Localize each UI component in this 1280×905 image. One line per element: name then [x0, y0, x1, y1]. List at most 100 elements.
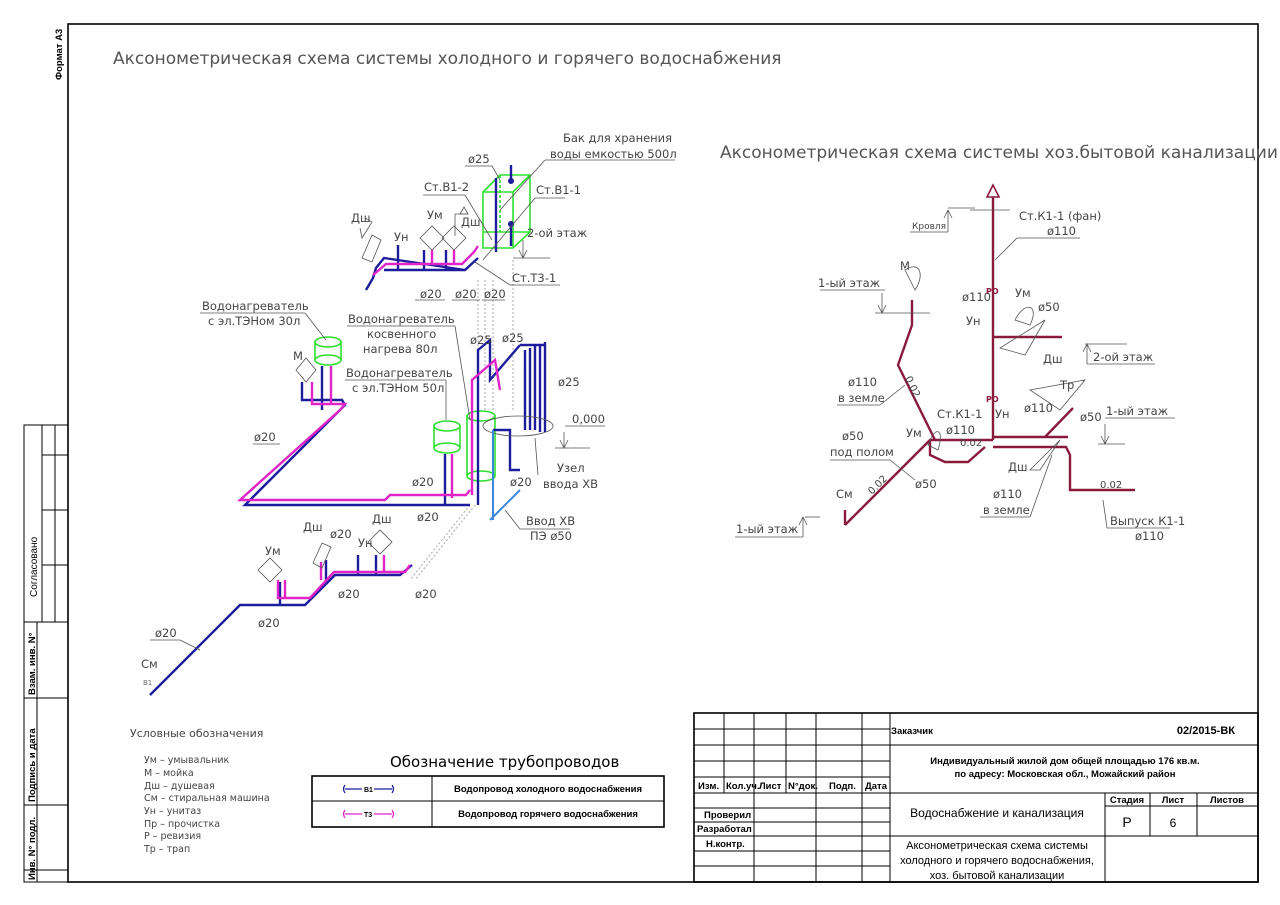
col-header-change: Изм.	[698, 781, 719, 792]
label-cold-inlet-pipe: ПЭ ø50	[530, 529, 572, 543]
label-slope: 0.02	[960, 438, 982, 449]
label-riser-t3-1: Ст.Т3-1	[512, 271, 556, 285]
label-diameter: ø110	[993, 487, 1022, 501]
label-level-zero: 0,000	[572, 412, 605, 426]
label-cold-inlet: Ввод ХВ	[526, 514, 575, 528]
label-diameter: ø50	[1080, 410, 1102, 424]
label-washbasin: Ум	[427, 208, 443, 222]
label-diameter: ø110	[1024, 401, 1053, 415]
pipes-table: Обозначение трубопроводов В1 Т3 Водопров…	[311, 753, 665, 828]
document-code: 02/2015-ВК	[1177, 725, 1235, 737]
label-floor-1: 1-ый этаж	[818, 276, 880, 290]
label-heater-30: Водонагреватель	[202, 299, 309, 313]
label-toilet: Ун	[966, 314, 981, 328]
label-washbasin: Ум	[906, 426, 922, 440]
label-floor-2: 2-ой этаж	[1093, 350, 1153, 364]
label-heater-80-volume: нагрева 80л	[363, 342, 437, 356]
sheets-header: Листов	[1210, 795, 1244, 806]
drawing-title-line: Аксонометрическая схема системы	[906, 840, 1088, 852]
storage-tank	[482, 174, 531, 249]
customer-label: Заказчик	[891, 726, 933, 737]
label-heater-80-desc: косвенного	[367, 327, 436, 341]
label-diameter: ø110	[848, 375, 877, 389]
sheet-value: 6	[1170, 816, 1177, 830]
label-floor-1: 1-ый этаж	[736, 522, 798, 536]
label-diameter: ø20	[455, 287, 477, 301]
legend-item: Дш – душевая	[144, 781, 215, 792]
legend-item: Тр – трап	[143, 844, 190, 855]
water-scheme-title: Аксонометрическая схема системы холодног…	[113, 49, 782, 69]
col-header-doc: N°док.	[788, 781, 818, 792]
stage-value: Р	[1122, 814, 1131, 830]
replaced-inv-label: Взам. инв. N°	[27, 632, 38, 695]
drawing-title-line: хоз. бытовой канализации	[930, 870, 1064, 882]
label-diameter: ø20	[330, 527, 352, 541]
label-diameter: ø20	[412, 475, 434, 489]
legend-item: Р – ревизия	[144, 831, 201, 842]
label-slope: 0.02	[866, 474, 890, 498]
legend-item: М – мойка	[144, 768, 194, 779]
label-sink: М	[900, 259, 910, 273]
label-washbasin: Ум	[1015, 286, 1031, 300]
label-diameter: ø50	[1038, 300, 1060, 314]
symbols-legend: Условные обозначения Ум – умывальник М –…	[130, 727, 270, 855]
label-diameter: ø25	[558, 375, 580, 389]
label-in-ground: в земле	[838, 391, 885, 405]
title-block: Изм. Кол.уч. Лист N°док. Подп. Дата Пров…	[693, 712, 1259, 883]
label-in-ground: в земле	[983, 503, 1030, 517]
pipes-table-title: Обозначение трубопроводов	[390, 753, 619, 771]
label-shower: Дш	[1008, 460, 1028, 474]
role-norm-control: Н.контр.	[706, 839, 745, 850]
label-tank-volume: воды емкостью 500л	[550, 147, 677, 161]
sheet-format: Формат А3	[54, 29, 65, 80]
legend-item: Ун – унитаз	[144, 806, 201, 817]
drawing-title-line: холодного и горячего водоснабжения,	[900, 855, 1094, 867]
label-inlet-node: Узел	[557, 461, 585, 475]
agreed-label: Согласовано	[29, 536, 40, 597]
label-heater-50-desc: с эл.ТЭНом 50л	[352, 381, 444, 395]
cold-pipe-marker: В1	[143, 679, 152, 687]
label-outlet: Выпуск К1-1	[1110, 514, 1185, 528]
label-diameter: ø20	[484, 287, 506, 301]
col-header-qty: Кол.уч.	[726, 781, 759, 792]
label-toilet: Ун	[394, 230, 409, 244]
label-shower: Дш	[303, 520, 323, 534]
label-diameter: ø20	[155, 626, 177, 640]
legend-item: См – стиральная машина	[144, 793, 270, 804]
label-riser-b1-1: Ст.В1-1	[536, 183, 581, 197]
label-washbasin: Ум	[265, 544, 281, 558]
label-shower: Дш	[461, 215, 481, 229]
label-diameter: ø25	[468, 152, 490, 166]
label-diameter: ø20	[258, 616, 280, 630]
legend-title: Условные обозначения	[130, 727, 263, 740]
label-riser-k1-1: Ст.К1-1	[937, 407, 982, 421]
object-line-2: по адресу: Московская обл., Можайский ра…	[955, 769, 1176, 780]
label-sink: М	[293, 349, 303, 363]
water-supply-diagram: В1 ø25 Бак для хранения воды емкостью 50…	[141, 131, 677, 696]
label-diameter: ø25	[470, 333, 492, 347]
label-toilet: Ун	[358, 536, 373, 550]
label-tank: Бак для хранения	[563, 131, 672, 145]
col-header-sheet: Лист	[759, 781, 782, 792]
label-floor-2: 2-ой этаж	[527, 226, 587, 240]
label-shower: Дш	[1043, 352, 1063, 366]
label-diameter: ø110	[962, 290, 991, 304]
label-floor-drain: Тр	[1059, 378, 1074, 392]
label-diameter: ø20	[415, 587, 437, 601]
label-heater-50: Водонагреватель	[346, 366, 453, 380]
label-heater-30-desc: с эл.ТЭНом 30л	[208, 314, 300, 328]
label-slope: 0.02	[902, 375, 921, 400]
sheet-header: Лист	[1162, 795, 1185, 806]
signature-date-label: Подпись и дата	[27, 728, 38, 802]
hot-pipe-desc: Водопровод горячего водоснабжения	[458, 809, 638, 820]
label-heater-80: Водонагреватель	[348, 312, 455, 326]
label-diameter: ø20	[510, 475, 532, 489]
label-diameter: ø25	[502, 331, 524, 345]
label-floor-1: 1-ый этаж	[1106, 404, 1168, 418]
label-washing-machine: См	[141, 657, 158, 671]
sewer-diagram: Ст.К1-1 (фан) ø110 Кровля М 1-ый этаж ø1…	[735, 183, 1185, 543]
label-diameter: ø20	[254, 430, 276, 444]
legend-item: Ум – умывальник	[144, 755, 230, 766]
label-riser-fan: Ст.К1-1 (фан)	[1019, 209, 1101, 223]
